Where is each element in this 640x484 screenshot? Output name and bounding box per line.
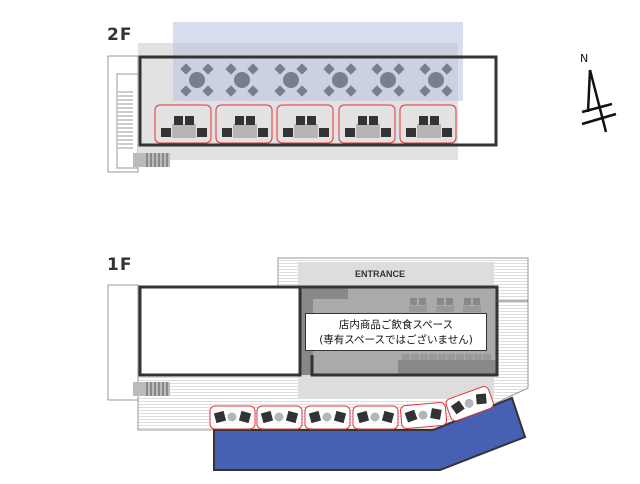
compass-icon: N (580, 52, 617, 133)
booth (154, 104, 212, 144)
compass-north-label: N (580, 52, 588, 65)
highlight-overlay (173, 22, 463, 101)
booth (399, 104, 457, 144)
booth (276, 104, 334, 144)
store-room (138, 285, 302, 377)
entrance-label: ENTRANCE (355, 269, 405, 279)
floor-2f (107, 22, 498, 173)
floor-label-2f: 2F (107, 25, 132, 45)
booth (400, 402, 448, 430)
floor-label-1f: 1F (107, 255, 132, 275)
note-line-1: 店内商品ご飲食スペース (338, 319, 454, 331)
dining-space-note: 店内商品ご飲食スペース (専有スペースではございません) (305, 313, 487, 351)
booth (352, 405, 399, 430)
booth (215, 104, 273, 144)
booth (256, 405, 303, 430)
booth (338, 104, 396, 144)
water-area (213, 396, 527, 471)
wall (138, 55, 498, 147)
booth (209, 405, 256, 430)
booth (445, 386, 494, 422)
booth (304, 405, 351, 430)
wall (300, 285, 499, 377)
note-line-2: (専有スペースではございません) (319, 334, 473, 346)
floor-1f: ENTRANCE (107, 257, 529, 471)
stairs-icon (118, 91, 133, 149)
